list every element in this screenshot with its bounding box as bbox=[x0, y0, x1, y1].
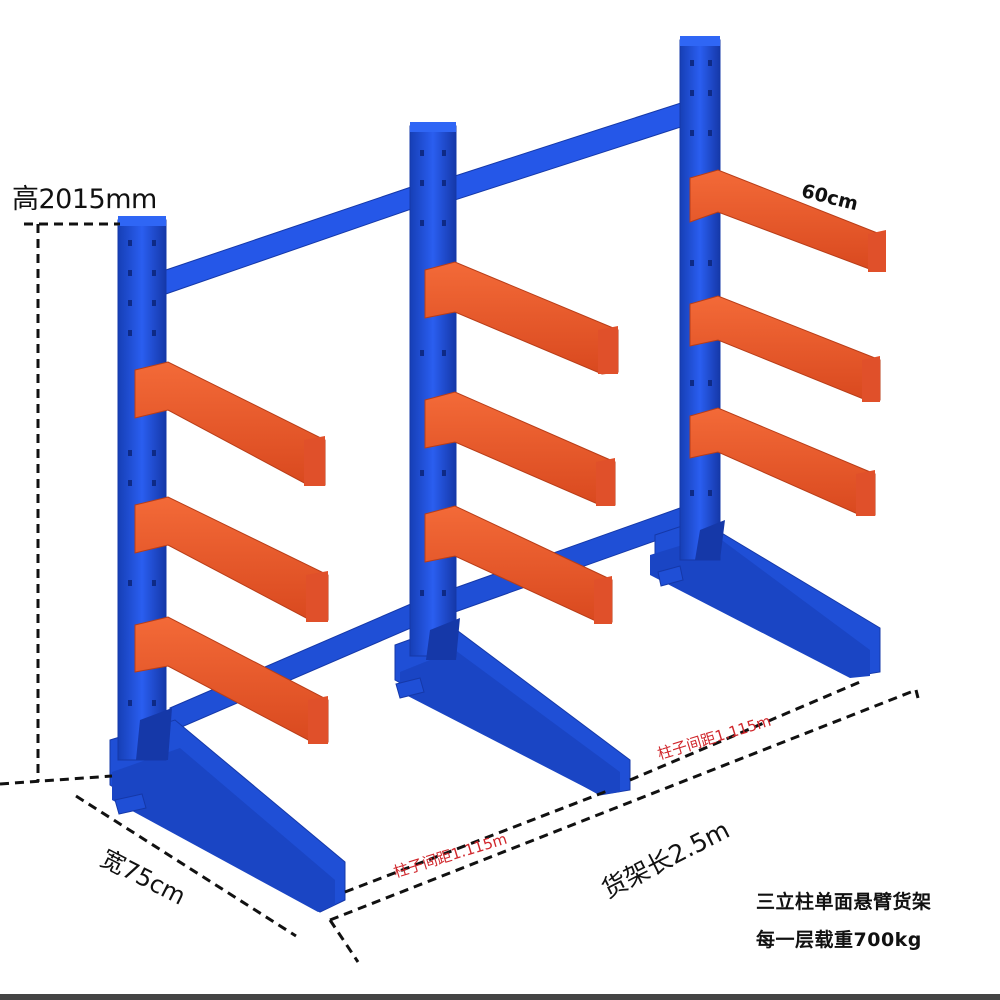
arms-middle bbox=[424, 261, 619, 624]
spacing-line-1 bbox=[344, 788, 611, 894]
top-beam-right bbox=[454, 99, 691, 201]
column-middle bbox=[394, 122, 631, 796]
width-line bbox=[75, 794, 297, 938]
arms-front bbox=[134, 361, 329, 744]
spacing-line-2 bbox=[629, 680, 861, 782]
dimension-lines bbox=[0, 222, 920, 963]
top-beam-left bbox=[159, 183, 421, 297]
length-left-tick bbox=[328, 919, 360, 963]
arms-back bbox=[689, 169, 886, 516]
column-perforations bbox=[128, 60, 712, 706]
length-right-tick bbox=[914, 689, 920, 699]
height-bottom-line bbox=[0, 774, 113, 786]
caption-load: 每一层载重700kg bbox=[756, 929, 922, 951]
caption-title: 三立柱单面悬臂货架 bbox=[756, 891, 932, 913]
height-label: 高2015mm bbox=[12, 184, 157, 215]
bottom-edge-bar bbox=[0, 994, 1000, 1000]
column-back bbox=[650, 36, 881, 678]
